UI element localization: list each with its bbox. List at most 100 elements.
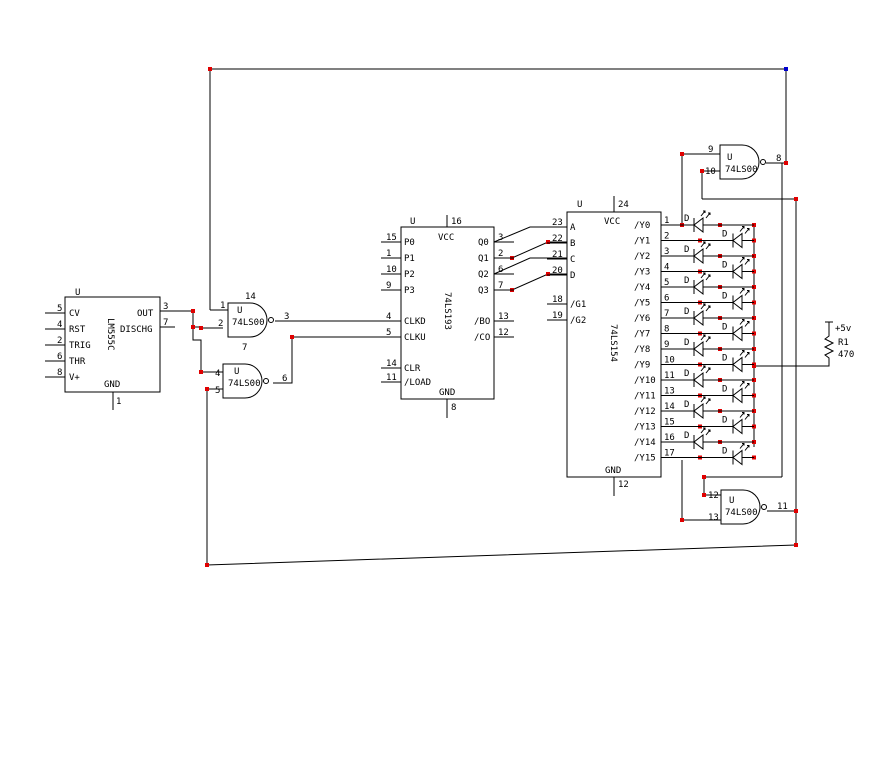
counter-vcc-label: VCC <box>438 233 454 243</box>
gate3-ref: U <box>727 153 732 163</box>
decoder-pin-name: /Y7 <box>634 330 650 340</box>
gate3-pin-b: 10 <box>705 167 716 177</box>
led-ref: D <box>684 276 689 286</box>
timer-pin-name: V+ <box>69 373 80 383</box>
counter-pin-num: 7 <box>498 281 503 291</box>
decoder-pin-num: 8 <box>664 325 669 335</box>
gate1-pin-gnd: 7 <box>242 343 247 353</box>
decoder-pin-num: 9 <box>664 340 669 350</box>
led-ref: D <box>722 323 727 333</box>
gate1-pin-a: 1 <box>220 301 225 311</box>
decoder-pin-num: 21 <box>552 250 563 260</box>
decoder-pin-num: 4 <box>664 263 669 273</box>
junction-dot <box>702 493 706 497</box>
counter-pin-num: 12 <box>498 328 509 338</box>
timer-pin-name: RST <box>69 325 86 335</box>
led-ref: D <box>684 338 689 348</box>
decoder-pin-name: /G1 <box>570 300 586 310</box>
decoder-pin-name: /Y8 <box>634 345 650 355</box>
led-9: D <box>682 350 754 372</box>
gate4-pin-out: 11 <box>777 502 788 512</box>
decoder-pin-name: /G2 <box>570 316 586 326</box>
led-ref: D <box>722 354 727 364</box>
decoder-pin-num: 23 <box>552 218 563 228</box>
decoder-pin-num: 2 <box>664 232 669 242</box>
decoder-part: 74LS154 <box>608 324 618 362</box>
counter-pin-name: Q1 <box>478 254 489 264</box>
counter-ref: U <box>410 217 415 227</box>
led-3: D <box>682 257 754 279</box>
gate1-part: 74LS00 <box>232 318 265 328</box>
gate2-ref: U <box>234 367 239 377</box>
decoder-pin-name: /Y13 <box>634 423 656 433</box>
counter-pin-num: 15 <box>386 233 397 243</box>
led-ref: D <box>684 245 689 255</box>
decoder-pin-name: /Y10 <box>634 376 656 386</box>
timer-gnd-label: GND <box>104 380 120 390</box>
resistor-supply-label: +5v <box>835 324 851 334</box>
led-12: D <box>682 396 754 419</box>
led-15: D <box>682 443 754 465</box>
gate4-part: 74LS00 <box>725 508 758 518</box>
led-ref: D <box>722 261 727 271</box>
led-10: D <box>682 365 754 388</box>
counter-gnd-num: 8 <box>451 403 456 413</box>
timer-out-label: OUT <box>137 309 154 319</box>
timer-pin-num: 5 <box>57 304 62 314</box>
counter-pin-num: 1 <box>386 249 391 259</box>
counter-pin-num: 4 <box>386 312 391 322</box>
gate3-part: 74LS00 <box>725 165 758 175</box>
led-11: D <box>682 381 754 403</box>
junction-dot <box>794 543 798 547</box>
timer-pin-num: 8 <box>57 368 62 378</box>
counter-pin-num: 2 <box>498 249 503 259</box>
gate1-pin-out: 3 <box>284 312 289 322</box>
counter-pin-num: 14 <box>386 359 397 369</box>
led-0: D <box>682 210 754 233</box>
counter-pin-num: 9 <box>386 281 391 291</box>
decoder-pin-num: 11 <box>664 371 675 381</box>
timer-pin-name: CV <box>69 309 80 319</box>
junction-dot <box>205 387 209 391</box>
decoder-pin-num: 3 <box>664 247 669 257</box>
timer-ref: U <box>75 288 80 298</box>
timer-pin-num: 2 <box>57 336 62 346</box>
decoder-pin-name: /Y3 <box>634 268 650 278</box>
counter-pin-num: 10 <box>386 265 397 275</box>
decoder-pin-num: 5 <box>664 278 669 288</box>
decoder-pin-num: 17 <box>664 449 675 459</box>
led-ref: D <box>722 385 727 395</box>
decoder-pin-name: B <box>570 239 575 249</box>
junction-dot <box>290 335 294 339</box>
led-5: D <box>682 288 754 310</box>
led-4: D <box>682 272 754 295</box>
resistor-ref: R1 <box>838 338 849 348</box>
corner-marker <box>784 67 788 71</box>
counter-pin-name: /CO <box>474 333 490 343</box>
decoder-pin-num: 10 <box>664 356 675 366</box>
led-2: D <box>682 241 754 264</box>
junction-dot <box>199 370 203 374</box>
decoder-pin-num: 20 <box>552 266 563 276</box>
counter-pin-num: 3 <box>498 233 503 243</box>
junction-dot <box>546 240 550 244</box>
led-ref: D <box>722 292 727 302</box>
junction-dot <box>199 326 203 330</box>
led-8: D <box>682 334 754 357</box>
counter-pin-name: P0 <box>404 238 415 248</box>
counter-vcc-num: 16 <box>451 217 462 227</box>
gate4-pin-b: 13 <box>708 513 719 523</box>
junction-dot <box>794 197 798 201</box>
counter-pin-name: CLR <box>404 364 421 374</box>
decoder-pin-num: 7 <box>664 309 669 319</box>
gate2-pin-out: 6 <box>282 374 287 384</box>
decoder-pin-num: 15 <box>664 418 675 428</box>
led-ref: D <box>684 400 689 410</box>
led-ref: D <box>684 214 689 224</box>
junction-dot <box>191 325 195 329</box>
